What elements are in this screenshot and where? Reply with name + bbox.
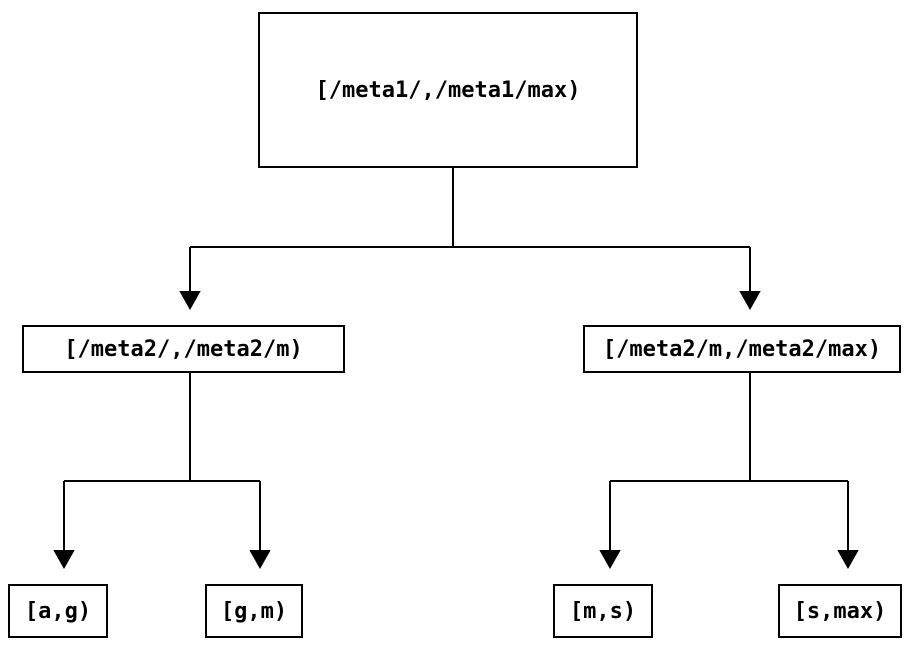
node-label-meta2-low: [/meta2/,/meta2/m)	[64, 336, 303, 362]
edge-meta2low-to-leaves	[53, 373, 271, 570]
node-label-leaf-smax: [s,max)	[793, 598, 887, 624]
tree-node-root: [/meta1/,/meta1/max)	[258, 12, 638, 168]
arrowhead-icon	[599, 550, 621, 570]
arrowhead-icon	[837, 550, 859, 570]
edge-meta2high-to-leaves	[599, 373, 859, 570]
tree-node-leaf-ag: [a,g)	[8, 584, 108, 638]
arrowhead-icon	[179, 291, 201, 311]
node-label-meta2-high: [/meta2/m,/meta2/max)	[602, 336, 882, 362]
tree-node-leaf-gm: [g,m)	[205, 584, 303, 638]
node-label-leaf-ms: [m,s)	[569, 598, 637, 624]
tree-node-leaf-ms: [m,s)	[553, 584, 653, 638]
tree-node-leaf-smax: [s,max)	[778, 584, 902, 638]
tree-node-meta2-high: [/meta2/m,/meta2/max)	[583, 325, 901, 373]
tree-node-meta2-low: [/meta2/,/meta2/m)	[22, 325, 345, 373]
arrowhead-icon	[739, 291, 761, 311]
node-label-leaf-gm: [g,m)	[220, 598, 288, 624]
edge-root-to-level2	[179, 168, 761, 311]
node-label-root: [/meta1/,/meta1/max)	[315, 77, 581, 103]
arrowhead-icon	[53, 550, 75, 570]
node-label-leaf-ag: [a,g)	[24, 598, 92, 624]
arrowhead-icon	[249, 550, 271, 570]
